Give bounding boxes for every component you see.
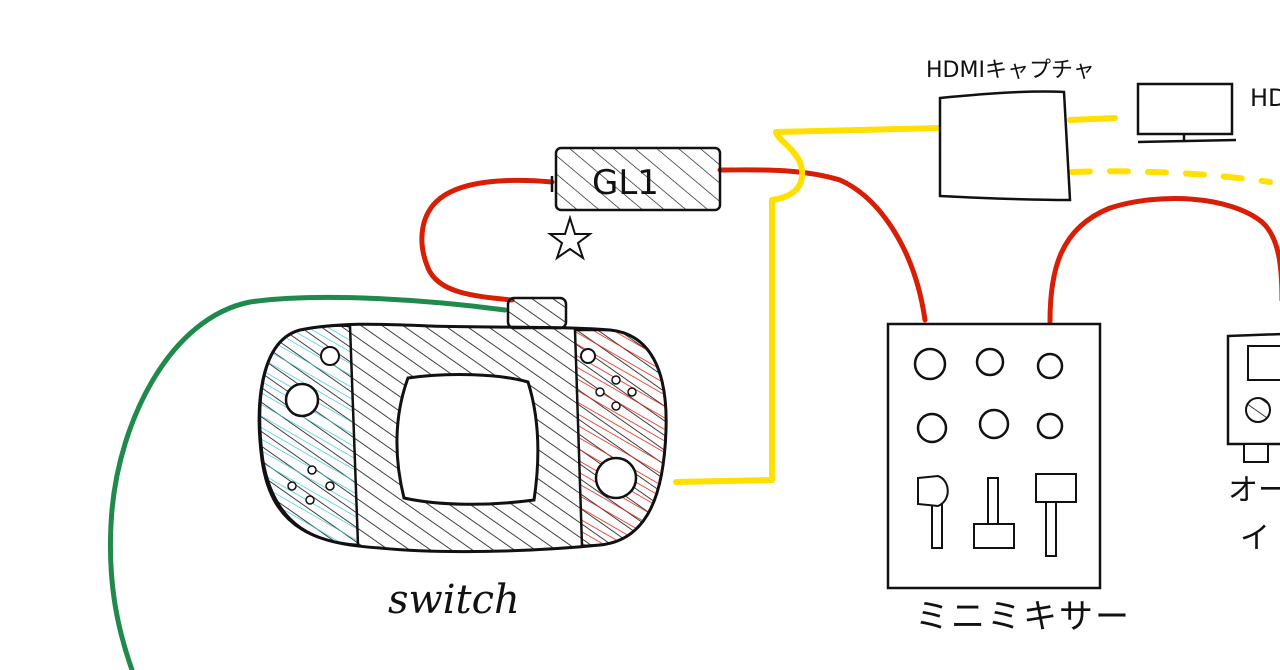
- red-cable-mixer-interface: [1047, 196, 1280, 325]
- nintendo-switch: [257, 296, 668, 554]
- monitor-icon: [1136, 82, 1237, 144]
- gl1-label: GL1: [592, 163, 659, 203]
- dpad-button: [307, 465, 317, 475]
- fader: [1035, 473, 1077, 557]
- dpad-button: [287, 481, 297, 491]
- face-button: [595, 387, 605, 397]
- left-stick: [284, 382, 320, 418]
- knob: [975, 347, 1005, 377]
- left-joycon: [258, 324, 360, 547]
- green-cable: [107, 294, 508, 670]
- audio-interface: [1226, 332, 1280, 463]
- face-button: [627, 387, 637, 397]
- knob: [1245, 397, 1271, 423]
- plus-button: [580, 348, 596, 364]
- audio-interface-label-line1: オー: [1228, 473, 1280, 508]
- right-stick: [594, 456, 638, 500]
- hdmi-capture-label: HDMIキャプチャ: [926, 58, 1095, 83]
- yellow-cable-switch-capture: [673, 125, 943, 485]
- knob: [978, 408, 1010, 440]
- hdmi-capture-box: [938, 90, 1072, 202]
- face-button: [611, 375, 621, 385]
- switch-screen: [395, 373, 540, 506]
- switch-top-connector: [506, 296, 568, 330]
- yellow-cable-capture-monitor: [1067, 115, 1118, 123]
- fader: [917, 474, 949, 549]
- mini-mixer-label: ミニミキサー: [915, 597, 1131, 637]
- audio-interface-label-line2: イ: [1240, 521, 1270, 556]
- knob: [1036, 352, 1064, 380]
- minus-button: [320, 346, 340, 366]
- switch-label: switch: [388, 577, 520, 623]
- monitor-label: HD: [1250, 84, 1280, 112]
- knob: [913, 347, 947, 381]
- red-cable-gl1-mixer: [717, 167, 928, 323]
- dpad-button: [325, 481, 335, 491]
- red-cable-switch-gl1: [419, 177, 555, 303]
- yellow-dashed-cable: [1069, 168, 1273, 185]
- knob: [1036, 412, 1064, 440]
- gl1-device: [550, 146, 722, 212]
- knob: [916, 412, 948, 444]
- face-button: [611, 401, 621, 411]
- right-joycon: [573, 328, 668, 548]
- mini-mixer: [886, 322, 1102, 590]
- star-icon: [547, 214, 593, 261]
- dpad-button: [305, 495, 315, 505]
- fader: [973, 477, 1015, 549]
